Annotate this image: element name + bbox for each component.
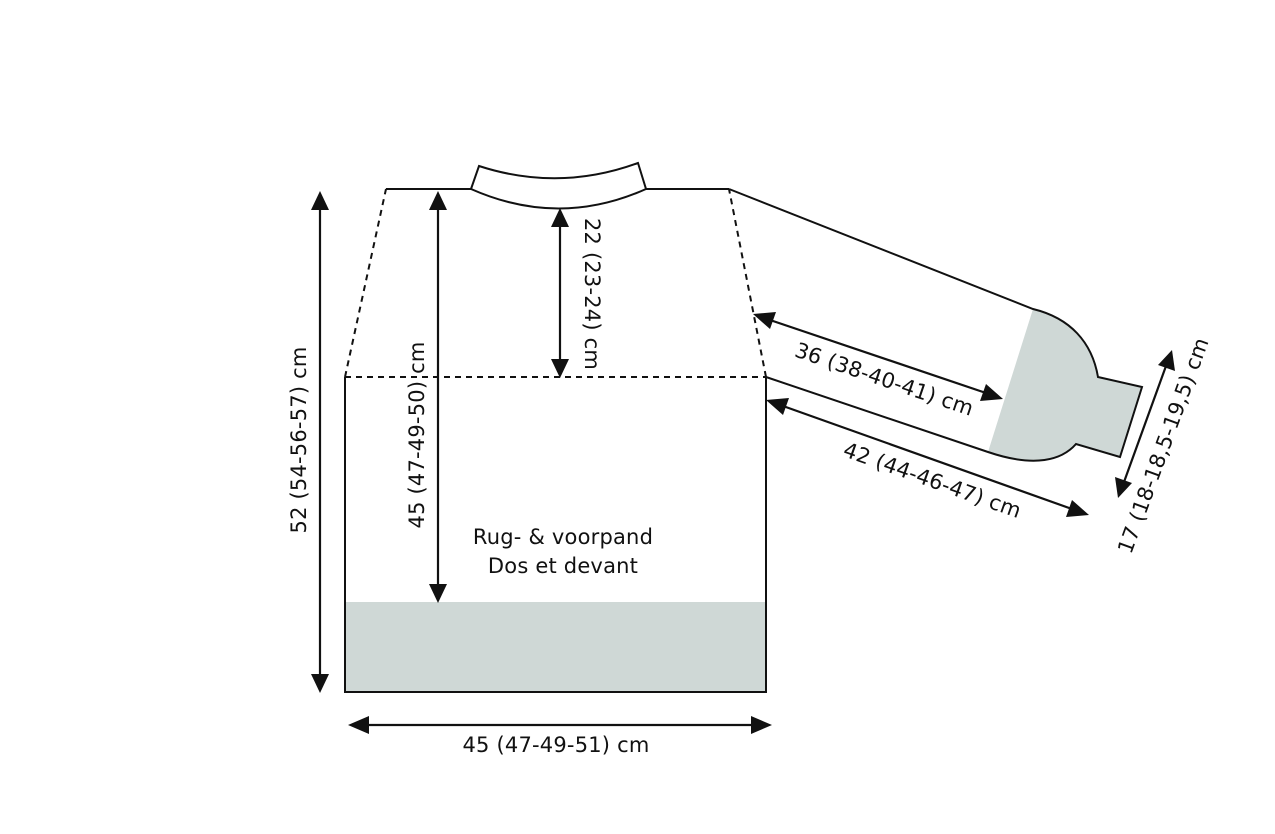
dimension-lines bbox=[311, 191, 1175, 734]
armhole-depth-arrowhead-top bbox=[551, 208, 569, 227]
width-label: 45 (47-49-51) cm bbox=[463, 733, 650, 757]
body-piece bbox=[344, 161, 767, 693]
sleeve-top-arrowhead-start bbox=[753, 312, 776, 329]
neckband bbox=[469, 161, 648, 210]
armhole-depth-arrowhead-bottom bbox=[551, 359, 569, 378]
body-length-arrowhead-bottom bbox=[429, 584, 447, 603]
right-armhole-dashed-line bbox=[728, 188, 767, 378]
body-length-arrowhead-top bbox=[429, 191, 447, 210]
armhole-depth-label: 22 (23-24) cm bbox=[580, 218, 604, 370]
width-arrowhead-left bbox=[348, 716, 369, 734]
sleeve-outline bbox=[728, 188, 1144, 462]
body-length-label: 45 (47-49-50) cm bbox=[405, 342, 429, 529]
body-label-french: Dos et devant bbox=[488, 554, 638, 578]
total-length-arrowhead-top bbox=[311, 191, 329, 210]
sleeve-top-arrow bbox=[769, 318, 987, 395]
cuff-width-arrowhead-top bbox=[1158, 350, 1175, 371]
sleeve-piece bbox=[728, 188, 1144, 462]
sleeve-cuff-fill bbox=[988, 309, 1142, 461]
cuff-width-label: 17 (18-18,5-19,5) cm bbox=[1113, 334, 1213, 556]
total-length-label: 52 (54-56-57) cm bbox=[287, 347, 311, 534]
left-armhole-dashed-line bbox=[344, 188, 387, 378]
sleeve-length-arrow bbox=[782, 404, 1073, 511]
body-label-dutch: Rug- & voorpand bbox=[473, 525, 653, 549]
body-rib-fill bbox=[345, 602, 766, 692]
sleeve-length-arrowhead-end bbox=[1066, 500, 1089, 517]
cuff-width-arrowhead-bottom bbox=[1115, 477, 1132, 498]
sleeve-length-arrowhead-start bbox=[766, 398, 789, 415]
cuff-width-arrow bbox=[1122, 365, 1168, 483]
sleeve-top-arrowhead-end bbox=[980, 384, 1003, 401]
body-outline bbox=[344, 377, 767, 693]
total-length-arrowhead-bottom bbox=[311, 674, 329, 693]
width-arrowhead-right bbox=[751, 716, 772, 734]
